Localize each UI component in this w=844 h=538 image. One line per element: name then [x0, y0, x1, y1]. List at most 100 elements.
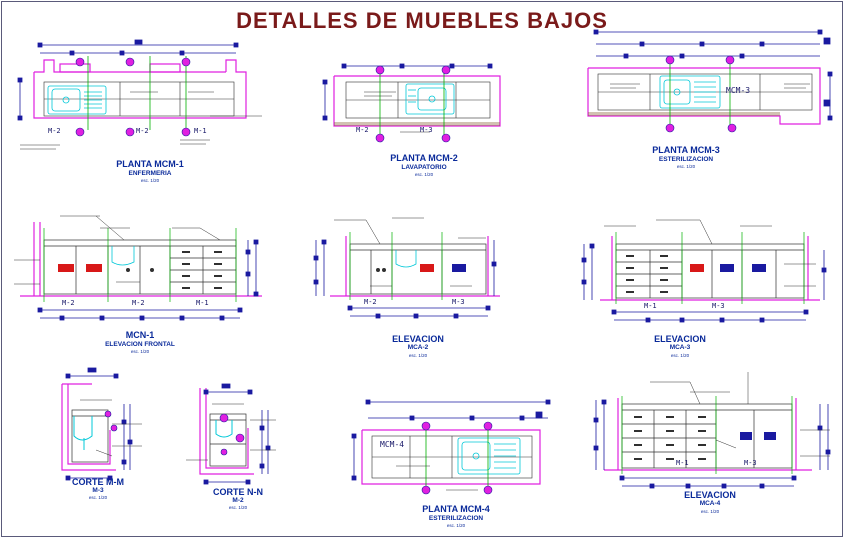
elev-mca-4-title: ELEVACION [684, 490, 736, 500]
plan-mcm-3-axes [669, 60, 731, 128]
plan-mcm-2-subtitle: LAVAPATORIO [401, 164, 447, 171]
plan-mcm-2-notes [364, 91, 430, 133]
elev-mcm-1-scale: esc. 1/20 [130, 349, 150, 354]
plan-mcm-3-title: PLANTA MCM-3 [652, 145, 720, 155]
plan-mcm-3-dimensions [593, 29, 833, 121]
plan-mcm-3-subtitle: ESTERILIZACION [658, 156, 714, 163]
plan-mcm-1-counter [43, 81, 235, 117]
elev-mcm-1-tag-2: M-1 [196, 299, 209, 307]
elev-mcm-1-wall [20, 222, 262, 297]
plan-mcm-3 [587, 29, 833, 133]
elev-mcm-1-dimensions [37, 239, 259, 321]
sheet-title: DETALLES DE MUEBLES BAJOS [236, 8, 608, 33]
elev-mca-4-handles [740, 432, 776, 440]
elev-mca-4-axes [621, 396, 793, 474]
plan-mcm-3-tag-0: MCM-3 [726, 86, 751, 95]
plan-mcm-1-dimensions [17, 39, 239, 121]
plan-mcm-3-scale: esc. 1/20 [676, 164, 696, 169]
plan-mcm-1-tag-2: M-1 [194, 127, 207, 135]
section-n-n-drain [215, 420, 233, 438]
elev-mcm-1-drawer-pulls [126, 251, 222, 289]
plan-mcm-1-tag-1: M-2 [136, 127, 149, 135]
section-m-m-dimensions [65, 367, 133, 481]
elev-mca-3-tag-1: M-3 [712, 302, 725, 310]
plan-mcm-2-dimensions [322, 63, 493, 121]
elev-mcm-1-sink-section [111, 246, 135, 266]
plan-mcm-2-scale: esc. 1/20 [414, 172, 434, 177]
plan-mcm-1-subtitle: ENFERMERIA [128, 170, 172, 177]
plan-mcm-2-floor [334, 122, 500, 126]
elev-mca-2-sink-section [395, 250, 417, 268]
elev-mca-2-dimensions [313, 239, 497, 319]
elev-mca-3-axes [615, 232, 805, 304]
elev-mca-4-dimensions [593, 399, 831, 489]
elev-mca-2-axes [349, 232, 443, 300]
elev-mca-2-tag-0: M-2 [364, 298, 377, 306]
section-m-m-markers [104, 410, 118, 432]
plan-mcm-4-sink [457, 437, 521, 475]
section-m-m-title: CORTE M-M [72, 477, 124, 487]
plan-mcm-4-dimensions [351, 399, 551, 481]
section-m-m [61, 367, 142, 481]
elev-mca-3-scale: esc. 1/20 [670, 353, 690, 358]
elev-mca-3-notes [604, 219, 816, 287]
section-m-m-notes [80, 399, 142, 457]
elev-mca-3-drawer-pulls [626, 255, 668, 293]
plan-mcm-3-sink [659, 75, 721, 109]
elev-mcm-1-tag-0: M-2 [62, 299, 75, 307]
elev-mca-4-subtitle: MCA-4 [699, 500, 721, 507]
section-n-n-outline [199, 388, 254, 475]
elev-mca-3-handles [690, 264, 766, 272]
elev-mca-3-cabinet [615, 243, 805, 299]
plan-mcm-1-tag-0: M-2 [48, 127, 61, 135]
plan-mcm-1 [17, 39, 262, 150]
plan-mcm-2-axes [379, 70, 445, 138]
section-n-n-subtitle: M-2 [232, 497, 244, 504]
elev-mca-2 [313, 217, 500, 319]
elev-mca-2-notes [334, 217, 486, 287]
elev-mca-2-tag-1: M-3 [452, 298, 465, 306]
elev-mca-4-notes [650, 372, 830, 457]
plan-mcm-3-section-markers [665, 55, 737, 133]
plan-mcm-4-section-markers [421, 421, 493, 495]
plan-mcm-2-tag-1: M-3 [420, 126, 433, 134]
section-m-m-outline [61, 383, 116, 471]
plan-mcm-1-scale: esc. 1/20 [140, 178, 160, 183]
elev-mca-3-wall [600, 236, 820, 301]
plan-mcm-2-tag-0: M-2 [356, 126, 369, 134]
elev-mca-2-scale: esc. 1/20 [408, 353, 428, 358]
elev-mca-3-dimensions [581, 243, 827, 323]
section-n-n-markers [219, 413, 245, 456]
plan-mcm-1-notes [20, 91, 262, 150]
elev-mca-4 [593, 372, 831, 489]
elev-mca-3-title: ELEVACION [654, 334, 706, 344]
plan-mcm-3-outline [587, 67, 821, 125]
elev-mcm-1 [14, 215, 262, 321]
elev-mcm-1-title: MCN-1 [125, 330, 155, 340]
elev-mcm-1-axes [43, 228, 237, 302]
plan-mcm-2-title: PLANTA MCM-2 [390, 153, 458, 163]
plan-mcm-4 [351, 399, 551, 495]
plan-mcm-1-axes [87, 56, 187, 130]
section-m-m-cabinet [71, 409, 109, 463]
section-n-n-dimensions [203, 383, 271, 485]
plan-mcm-4-notes [396, 465, 478, 491]
section-n-n-title: CORTE N-N [213, 487, 263, 497]
elev-mca-2-wall [330, 236, 500, 297]
elev-mca-4-tag-1: M-3 [744, 459, 757, 467]
section-m-m-sink [73, 416, 93, 450]
elev-mcm-1-subtitle: ELEVACION FRONTAL [105, 341, 175, 348]
plan-mcm-4-scale: esc. 1/20 [446, 523, 466, 528]
elev-mca-2-title: ELEVACION [392, 334, 444, 344]
elev-mcm-1-tag-1: M-2 [132, 299, 145, 307]
plan-mcm-1-section-markers [75, 57, 191, 137]
elev-mca-4-scale: esc. 1/20 [700, 509, 720, 514]
elev-mca-4-drawer-pulls [634, 416, 706, 460]
plan-mcm-4-axes [425, 424, 489, 492]
plan-mcm-4-title: PLANTA MCM-4 [422, 504, 490, 514]
plan-mcm-4-subtitle: ESTERILIZACION [428, 515, 484, 522]
elev-mca-4-tag-0: M-1 [676, 459, 689, 467]
elev-mcm-1-handles [58, 264, 102, 272]
section-n-n [186, 383, 276, 485]
